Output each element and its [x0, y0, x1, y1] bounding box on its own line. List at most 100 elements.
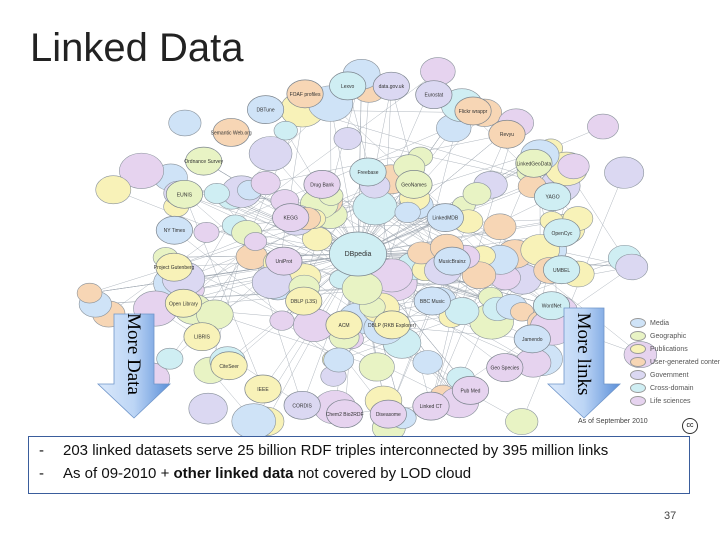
dataset-node-circle [515, 148, 553, 178]
dataset-node-label: CiteSeer [219, 364, 239, 370]
dataset-node-label: NY Times [164, 228, 186, 234]
page-number: 37 [664, 510, 677, 522]
legend-item: Life sciences [630, 396, 690, 408]
dataset-node-circle [349, 157, 387, 187]
dataset-node: BBC Music [413, 286, 451, 316]
dataset-node-circle [155, 252, 193, 282]
dataset-node: OpenCyc [543, 218, 581, 248]
dataset-node-label: LIBRIS [194, 335, 211, 341]
caption-box: -203 linked datasets serve 25 billion RD… [28, 436, 690, 494]
dataset-node: EUNIS [165, 179, 204, 209]
bullet-1: -203 linked datasets serve 25 billion RD… [39, 439, 679, 462]
more-links-arrow [546, 307, 622, 419]
dataset-node-circle [246, 95, 285, 124]
dataset-node-circle [412, 391, 450, 421]
dataset-bubble [269, 310, 295, 331]
legend-label: Geographic [650, 332, 687, 340]
dataset-node-circle [372, 71, 410, 101]
dataset-node-label: CORDIS [292, 403, 312, 409]
dataset-node: CiteSeer [210, 351, 248, 381]
dataset-node: Drug Bank [303, 170, 341, 199]
dataset-node-circle [329, 231, 387, 277]
dataset-node-label: DBLP (L3S) [290, 299, 317, 305]
dataset-node-circle [433, 246, 471, 276]
dataset-node: Revyu [488, 119, 526, 149]
legend-item: Cross-domain [630, 383, 694, 395]
legend-item: Media [630, 318, 669, 330]
dataset-node: Freebase [349, 157, 387, 187]
dataset-node-circle [303, 170, 341, 199]
dataset-node-label: Jamendo [522, 337, 543, 343]
dataset-bubble [273, 120, 298, 141]
dataset-node-circle [212, 118, 250, 147]
dataset-node: ACM [325, 310, 363, 340]
dataset-node-circle [543, 218, 581, 248]
dataset-node-circle [413, 286, 451, 316]
dataset-node-label: Drug Bank [310, 182, 334, 188]
dataset-node-circle [285, 286, 323, 316]
dataset-node: CORDIS [283, 390, 321, 420]
dataset-node-label: data.gov.uk [379, 84, 405, 90]
dataset-node-label: Linked CT [420, 404, 443, 410]
more-links-arrow-label: More links [573, 312, 594, 396]
dataset-node-circle [286, 79, 324, 109]
dataset-node-label: DBLP (RKB Explorer) [368, 323, 416, 329]
dataset-bubble [76, 282, 103, 304]
dataset-node: NY Times [155, 215, 193, 245]
dataset-bubble [505, 408, 539, 435]
dataset-node: DBpedia [329, 231, 387, 277]
dataset-node: LinkedGeoData [515, 148, 553, 178]
legend-swatch [630, 396, 646, 406]
legend-swatch [630, 318, 646, 328]
dataset-node-label: GeoNames [401, 182, 427, 188]
dataset-node: UMBEL [543, 255, 581, 285]
dataset-node-label: LinkedGeoData [517, 161, 552, 167]
legend-item: User-generated content [630, 357, 720, 369]
dataset-bubble [462, 182, 492, 206]
dataset-bubble [231, 403, 276, 440]
dataset-node-label: Project Gutenberg [154, 265, 195, 271]
dataset-node-label: YAGO [546, 195, 560, 201]
dataset-node-label: Pub Med [460, 388, 480, 394]
dataset-node-label: Geo Species [490, 366, 519, 372]
more-data-arrow [96, 313, 172, 419]
legend-item: Government [630, 370, 689, 382]
legend-swatch [630, 344, 646, 354]
dataset-node-circle [265, 246, 303, 276]
dataset-node-circle [395, 170, 433, 199]
dataset-node-circle [210, 351, 248, 381]
dataset-node-label: Eurostat [425, 93, 444, 99]
dataset-bubble [119, 152, 164, 189]
dataset-node: KEGG [272, 203, 310, 232]
dataset-node-circle [488, 119, 526, 149]
dataset-node-label: KEGG [283, 216, 298, 222]
dataset-node: DBLP (RKB Explorer) [368, 310, 416, 340]
dataset-node-circle [532, 291, 571, 321]
legend-swatch [630, 370, 646, 380]
dataset-node-label: FOAF profiles [290, 92, 321, 98]
dataset-node-circle [415, 80, 453, 110]
dataset-node-circle [165, 179, 204, 209]
dataset-bubble [156, 347, 184, 370]
lod-date-note: As of September 2010 [578, 418, 648, 425]
dataset-bubble [168, 109, 202, 137]
dataset-node-label: DBpedia [345, 251, 372, 258]
dataset-bubble [604, 156, 645, 189]
dataset-node: YAGO [534, 182, 572, 212]
dataset-node: Linked CT [412, 391, 450, 421]
link-edge [430, 172, 530, 407]
dataset-node-circle [543, 255, 581, 285]
dataset-node-circle [326, 399, 364, 429]
dataset-node-circle [164, 288, 202, 318]
bullet-2-suffix: not covered by LOD cloud [293, 465, 472, 482]
dataset-node: Open Library [164, 288, 202, 318]
dataset-node: DBLP (L3S) [285, 286, 323, 316]
dataset-node-circle [185, 146, 223, 176]
dataset-bubble [394, 201, 421, 223]
dataset-node-circle [155, 215, 193, 245]
dataset-node-label: Revyu [500, 132, 514, 138]
dataset-node-label: LinkedMDB [432, 216, 459, 222]
dataset-bubble [341, 272, 383, 305]
dataset-bubble [188, 392, 228, 425]
dataset-node-label: UniProt [276, 259, 293, 265]
